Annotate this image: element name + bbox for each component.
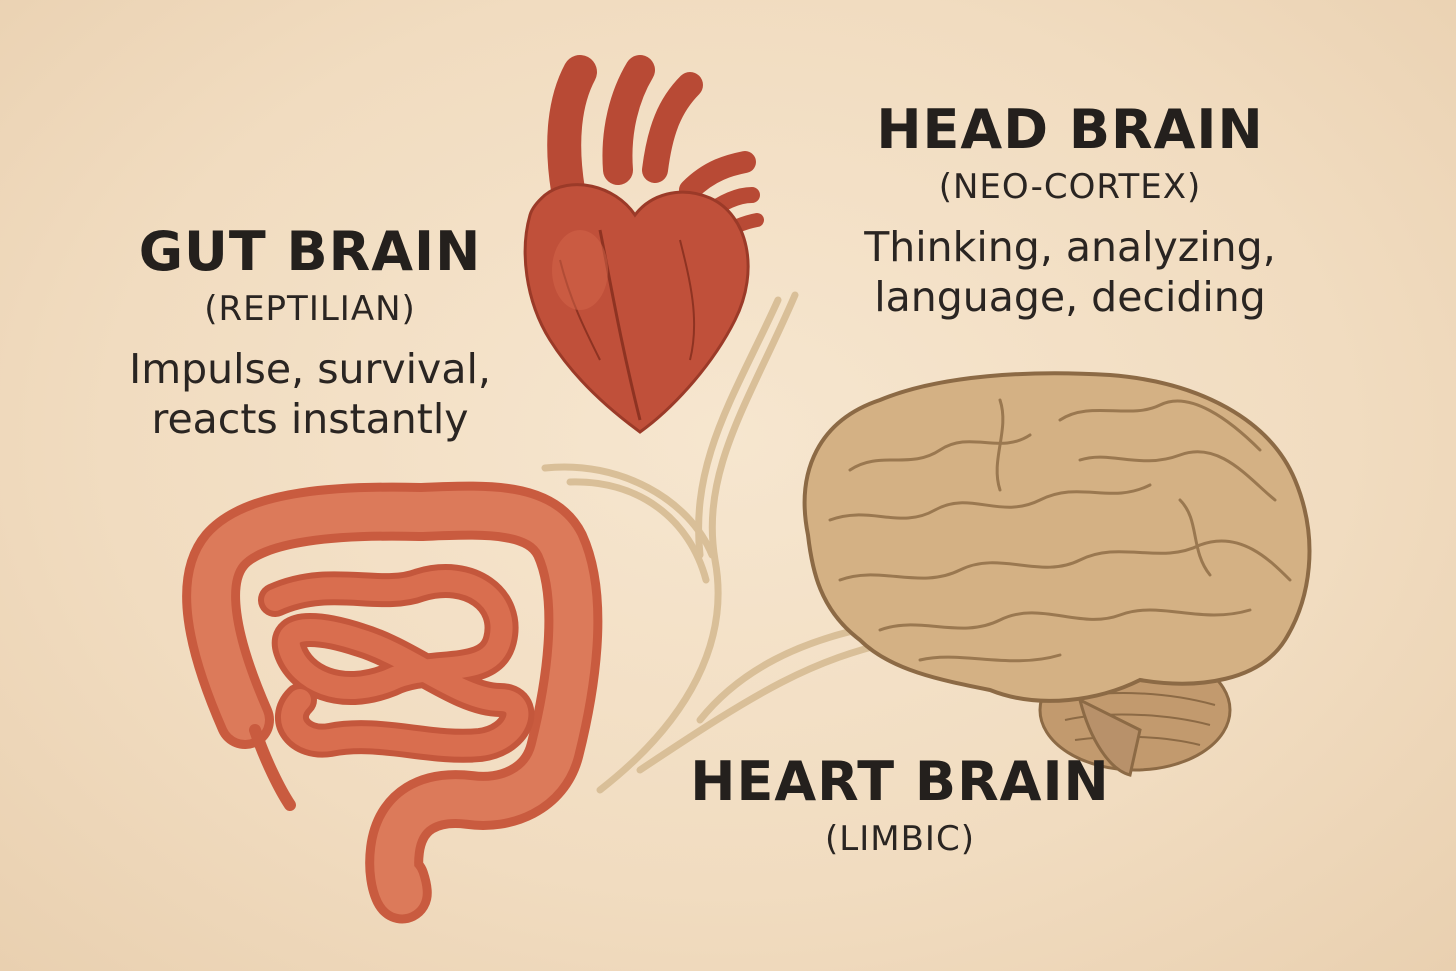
brain-icon: [802, 371, 1312, 777]
head-brain-subtitle: (NEO-CORTEX): [938, 167, 1202, 208]
gut-brain-description: Impulse, survival, reacts instantly: [110, 344, 510, 444]
head-brain-title: HEAD BRAIN: [876, 98, 1264, 161]
head-brain-desc-line-2: language, deciding: [874, 273, 1266, 322]
gut-brain-desc-line-2: reacts instantly: [151, 395, 469, 444]
gut-brain-title: GUT BRAIN: [138, 220, 482, 283]
gut-brain-desc-line-1: Impulse, survival,: [129, 345, 491, 394]
heart-brain-label: HEART BRAIN (LIMBIC): [680, 752, 1120, 860]
heart-brain-subtitle: (LIMBIC): [825, 819, 975, 860]
intestine-icon: [182, 481, 603, 924]
head-brain-description: Thinking, analyzing, language, deciding: [840, 222, 1300, 322]
head-brain-label: HEAD BRAIN (NEO-CORTEX) Thinking, analyz…: [840, 100, 1300, 322]
gut-brain-label: GUT BRAIN (REPTILIAN) Impulse, survival,…: [110, 222, 510, 444]
heart-brain-title: HEART BRAIN: [690, 750, 1110, 813]
head-brain-desc-line-1: Thinking, analyzing,: [864, 223, 1276, 272]
gut-brain-subtitle: (REPTILIAN): [204, 289, 416, 330]
heart-icon: [523, 55, 764, 434]
